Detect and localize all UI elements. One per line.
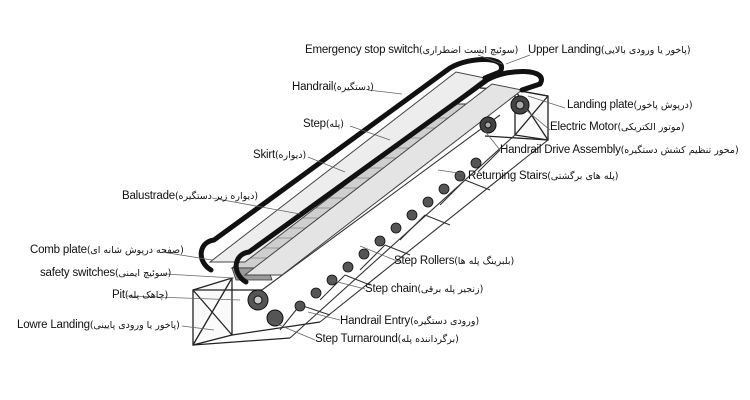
label-returning-stairs: Returning Stairs(پله های برگشتی) (468, 170, 619, 182)
label-electric-motor: Electric Motor(موتور الکتریکی) (550, 121, 685, 133)
electric-motor (479, 95, 530, 134)
label-safety-switches: safety switches(سوئیچ ایمنی) (40, 267, 172, 279)
label-step: Step(پله) (303, 118, 344, 130)
label-lowre-landing: Lowre Landing(پاخور یا ورودی پایینی) (17, 319, 180, 331)
label-balustrade: Balustrade(دیواره زیر دستگیره) (122, 190, 258, 202)
label-emergency-stop-switch: Emergency stop switch(سوئیچ ایست اضطراری… (305, 44, 519, 56)
label-upper-landing: Upper Landing(پاخور یا ورودی بالایی) (528, 44, 691, 56)
label-comb-plate: Comb plate(صفحه درپوش شانه ای) (30, 244, 184, 256)
label-handrail-entry: Handrail Entry(ورودی دستگیره) (340, 315, 479, 327)
label-skirt: Skirt(دیواره) (253, 149, 307, 161)
leader-lines (126, 54, 566, 341)
label-pit: Pit(چاهک پله) (112, 289, 169, 301)
lower-truss (192, 277, 321, 346)
label-landing-plate: Landing plate(درپوش پاخور) (567, 99, 693, 111)
label-step-turnaround: Step Turnaround(برگرداننده پله) (315, 333, 459, 345)
label-handrail: Handrail(دستگیره) (292, 81, 374, 93)
label-step-chain: Step chain(زنجیر پله برقی) (365, 283, 484, 295)
handrails (198, 57, 544, 285)
label-handrail-drive-assembly: Handrail Drive Assembly(محور تنظیم کشش د… (500, 144, 739, 156)
step-turnaround (247, 289, 284, 327)
label-step-rollers: Step Rollers(بلبرینگ پله ها) (394, 255, 515, 267)
